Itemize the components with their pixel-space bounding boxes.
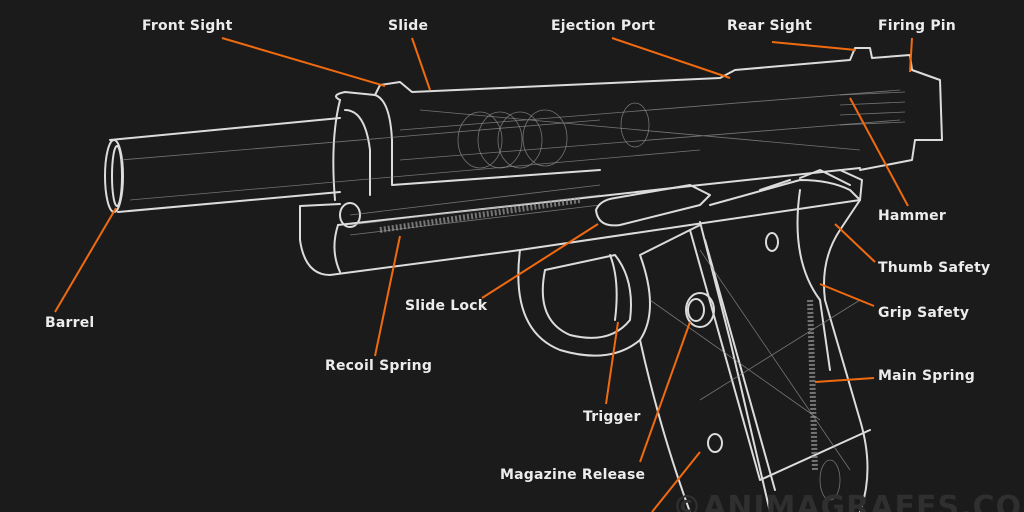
label-thumb-safety: Thumb Safety: [878, 260, 991, 276]
watermark: ©ANIMAGRAFFS.COM: [672, 490, 1024, 512]
label-main-spring: Main Spring: [878, 368, 976, 384]
label-barrel: Barrel: [45, 315, 95, 331]
label-grip-safety: Grip Safety: [878, 305, 970, 321]
leader-slide-lock: [481, 223, 599, 299]
leader-magazine-release: [639, 321, 691, 463]
leader-lines: [54, 37, 913, 512]
leader-main-spring: [814, 377, 875, 383]
slide-shape: [119, 47, 943, 201]
label-ejection-port: Ejection Port: [551, 18, 656, 34]
label-rear-sight: Rear Sight: [727, 18, 813, 34]
label-slide-lock: Slide Lock: [405, 298, 488, 314]
leader-ejection-port: [611, 37, 731, 79]
leader-grip-safety: [819, 283, 875, 307]
leader-extra: [651, 451, 701, 512]
leader-hammer: [849, 97, 909, 207]
label-slide: Slide: [388, 18, 429, 34]
leader-thumb-safety: [834, 223, 876, 263]
leader-barrel: [54, 207, 117, 313]
leader-front-sight: [221, 37, 386, 87]
leader-rear-sight: [771, 41, 857, 51]
frame-shape: [299, 167, 871, 512]
label-trigger: Trigger: [583, 409, 641, 425]
label-recoil-spring: Recoil Spring: [325, 358, 433, 374]
barrel-shape: [104, 117, 341, 213]
label-firing-pin: Firing Pin: [878, 18, 956, 34]
label-magazine-release: Magazine Release: [500, 467, 646, 483]
leader-slide: [411, 37, 431, 91]
leader-trigger: [605, 321, 619, 405]
leader-firing-pin: [909, 37, 913, 73]
label-hammer: Hammer: [878, 208, 946, 224]
leader-recoil-spring: [374, 235, 401, 357]
label-front-sight: Front Sight: [142, 18, 233, 34]
